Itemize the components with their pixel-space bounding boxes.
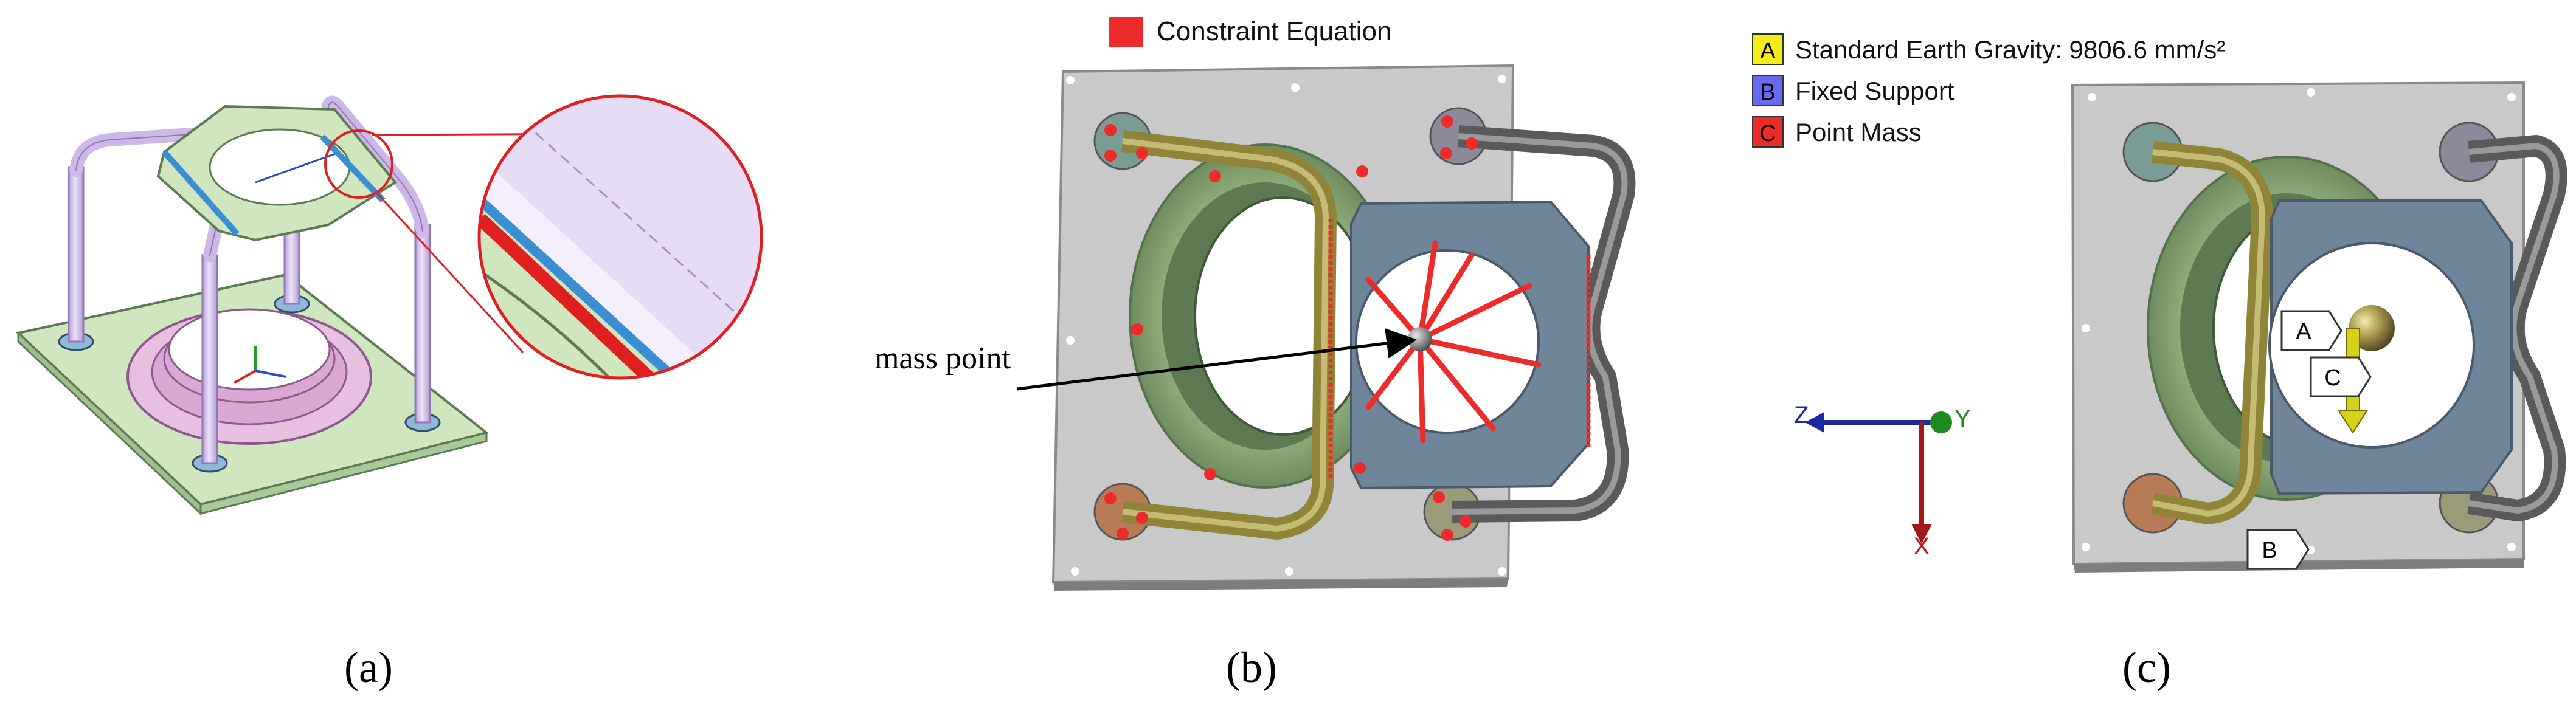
panel-a-model: [15, 95, 615, 516]
caption-b: (b): [1226, 643, 1277, 692]
tag-B-shape: [2246, 529, 2310, 570]
panel-b-model: [1016, 17, 1636, 591]
legend-label-constraint: Constraint Equation: [1157, 16, 1391, 46]
tag-C: C: [2324, 365, 2341, 391]
tag-A-shape: [2280, 310, 2342, 351]
legend-swatch-B: [1752, 75, 1784, 106]
tag-B: B: [2262, 538, 2277, 563]
triad-label-x: X: [1914, 533, 1930, 560]
legend-key-C: C: [1759, 121, 1776, 146]
legend-swatch-A: [1752, 33, 1784, 65]
tag-C-shape: [2310, 356, 2372, 397]
tag-A: A: [2296, 319, 2311, 345]
triad-label-y: Y: [1955, 405, 1971, 432]
zoom-detail: [479, 96, 761, 378]
legend-label-B: Fixed Support: [1795, 77, 1955, 105]
legend-key-B: B: [1760, 80, 1775, 105]
legend-label-A: Standard Earth Gravity: 9806.6 mm/s²: [1795, 35, 2225, 64]
mass-point-leader: [1016, 328, 1417, 391]
triad-y-dot: [1930, 411, 1952, 433]
triad-label-z: Z: [1794, 402, 1809, 428]
caption-c: (c): [2122, 643, 2171, 692]
mass-point-ball: [1408, 327, 1432, 351]
mass-point-label: mass point: [874, 341, 1011, 376]
panel-c-model: [1752, 33, 2567, 573]
legend-swatch-constraint: [1109, 17, 1143, 47]
legend-swatch-C: [1752, 116, 1784, 148]
legend-label-C: Point Mass: [1795, 118, 1922, 146]
legend-key-A: A: [1760, 38, 1776, 64]
caption-a: (a): [344, 643, 393, 692]
